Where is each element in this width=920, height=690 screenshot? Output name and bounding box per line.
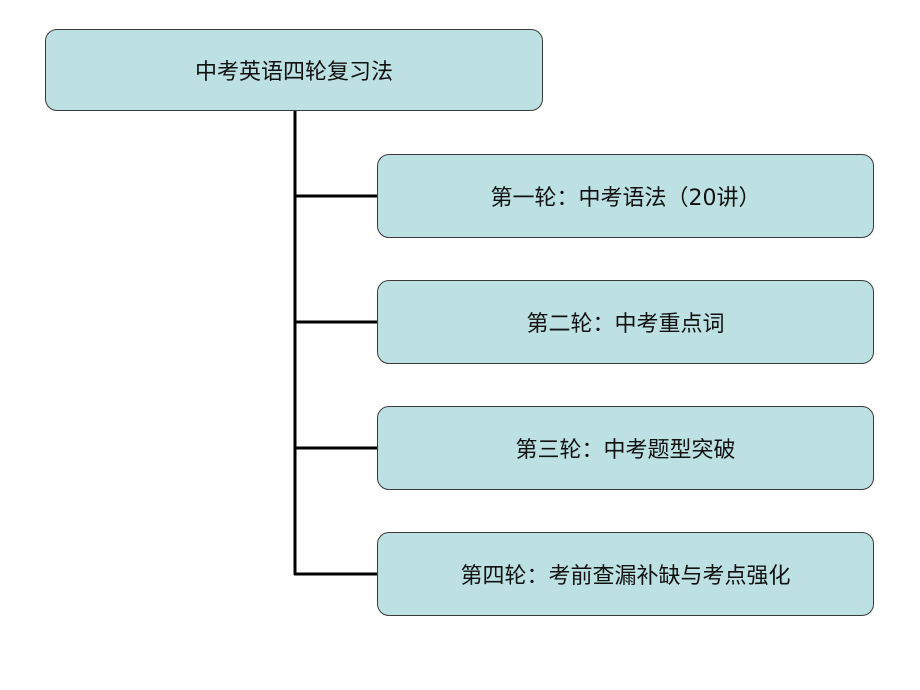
child-node-round-4: 第四轮：考前查漏补缺与考点强化 bbox=[377, 532, 874, 616]
child-node-label: 第二轮：中考重点词 bbox=[526, 312, 725, 337]
child-node-round-1: 第一轮：中考语法（20讲） bbox=[377, 154, 874, 238]
root-node: 中考英语四轮复习法 bbox=[45, 29, 543, 111]
child-node-round-2: 第二轮：中考重点词 bbox=[377, 280, 874, 364]
child-node-label: 第四轮：考前查漏补缺与考点强化 bbox=[460, 564, 791, 589]
child-node-round-3: 第三轮：中考题型突破 bbox=[377, 406, 874, 490]
root-node-label: 中考英语四轮复习法 bbox=[194, 60, 393, 85]
child-node-label: 第三轮：中考题型突破 bbox=[515, 438, 736, 463]
child-node-label: 第一轮：中考语法（20讲） bbox=[490, 186, 761, 211]
